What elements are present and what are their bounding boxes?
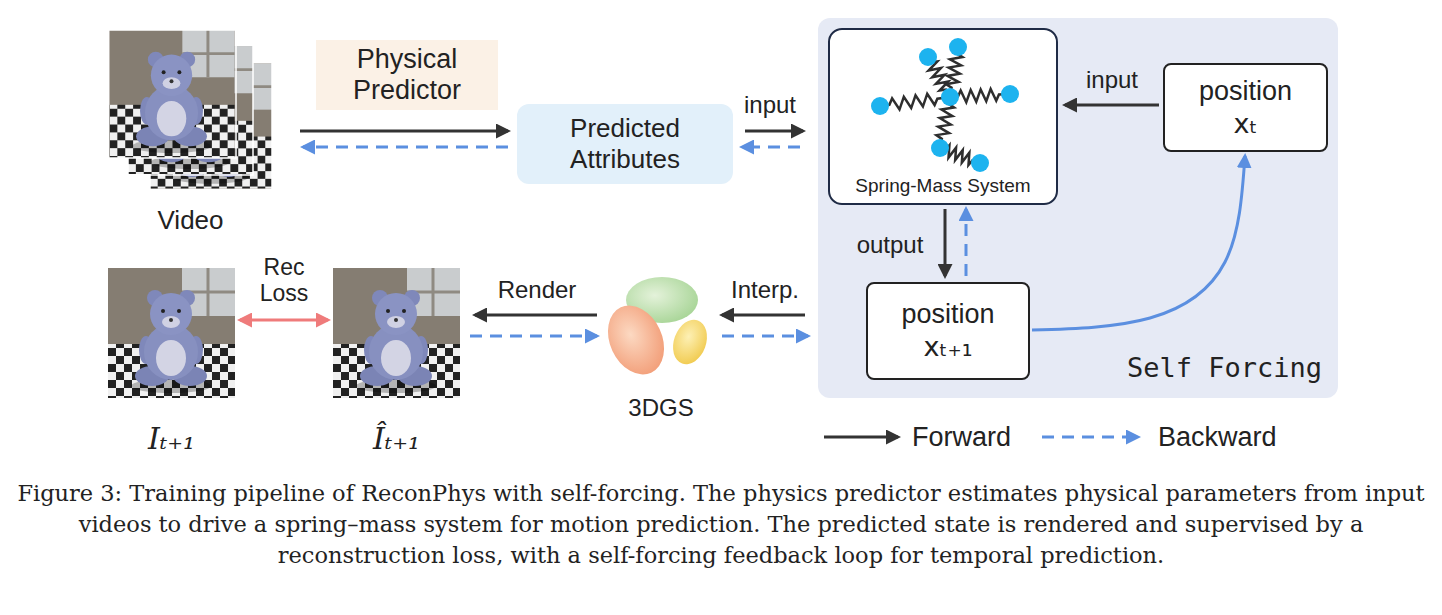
edge-label-text: input [744, 91, 796, 119]
self-forcing-region: Self ForcingSpring-Mass Systempositionxₜ… [818, 18, 1338, 398]
loss-arrow [240, 319, 328, 322]
edge-label-text: Render [498, 276, 577, 304]
node-label: Îₜ₊₁ [373, 421, 420, 456]
gaussians-figure [597, 277, 713, 384]
edge-label: input [1080, 64, 1144, 96]
feedback-arrow [1032, 156, 1245, 330]
position-box: positionxₜ [1163, 63, 1328, 152]
node-label: Predicted Attributes [517, 113, 733, 174]
gaussian-splat: 3DGS [610, 275, 712, 425]
attributes-box: Predicted Attributes [517, 104, 733, 184]
edge-label: Render [492, 274, 583, 306]
rendered-frame: Îₜ₊₁ [333, 268, 460, 456]
region-title: Self Forcing [1127, 352, 1322, 384]
edge-label: output [851, 229, 930, 261]
forward-arrow [1065, 104, 1159, 107]
edge-label: input [738, 89, 802, 121]
backward-arrow [965, 209, 968, 276]
panel-background [818, 18, 1338, 398]
backward-arrow [742, 146, 800, 149]
node-label: Video [157, 205, 223, 236]
node-label: Iₜ₊₁ [148, 421, 195, 456]
target-frame: Iₜ₊₁ [108, 268, 235, 456]
forward-arrow [944, 209, 947, 276]
legend-sample [1040, 427, 1142, 447]
node-label: 3DGS [628, 394, 693, 422]
edge-label-text: input [1086, 66, 1138, 94]
edge-label: Rec Loss [244, 252, 324, 309]
backward-arrow [303, 146, 508, 149]
forward-arrow [300, 130, 508, 133]
position-box: positionxₜ₊₁ [866, 282, 1030, 380]
edge-label-text: Interp. [731, 276, 799, 304]
spring-mass-figure [871, 38, 1019, 172]
legend-entry: Forward [822, 419, 1011, 455]
forward-arrow [722, 314, 805, 317]
backward-arrow [470, 335, 597, 338]
legend-sample [822, 427, 902, 447]
node-label: position [1199, 76, 1292, 108]
edge-label: Interp. [725, 274, 805, 306]
node-label: position [901, 299, 994, 331]
backward-arrow [722, 335, 808, 338]
node-label: xₜ₊₁ [923, 331, 972, 363]
node-label: Spring-Mass System [855, 175, 1030, 197]
forward-arrow [745, 130, 803, 133]
legend-text: Backward [1158, 422, 1277, 453]
edge-label-text: output [857, 231, 924, 259]
legend-text: Forward [912, 422, 1011, 453]
spring-mass-box: Spring-Mass System [828, 28, 1058, 205]
node-label: xₜ [1234, 108, 1258, 140]
box-background [828, 28, 1058, 205]
module-name: Physical Predictor [322, 44, 492, 106]
edge-label-text: Rec Loss [250, 254, 318, 307]
video-frames: Video [108, 28, 273, 236]
legend-entry: Backward [1040, 419, 1277, 455]
figure-caption: Figure 3: Training pipeline of ReconPhys… [6, 478, 1436, 571]
video-frames [108, 30, 272, 190]
caption-block: Figure 3: Training pipeline of ReconPhys… [6, 478, 1436, 571]
forward-arrow [475, 314, 597, 317]
module-label: Physical Predictor [316, 40, 498, 110]
